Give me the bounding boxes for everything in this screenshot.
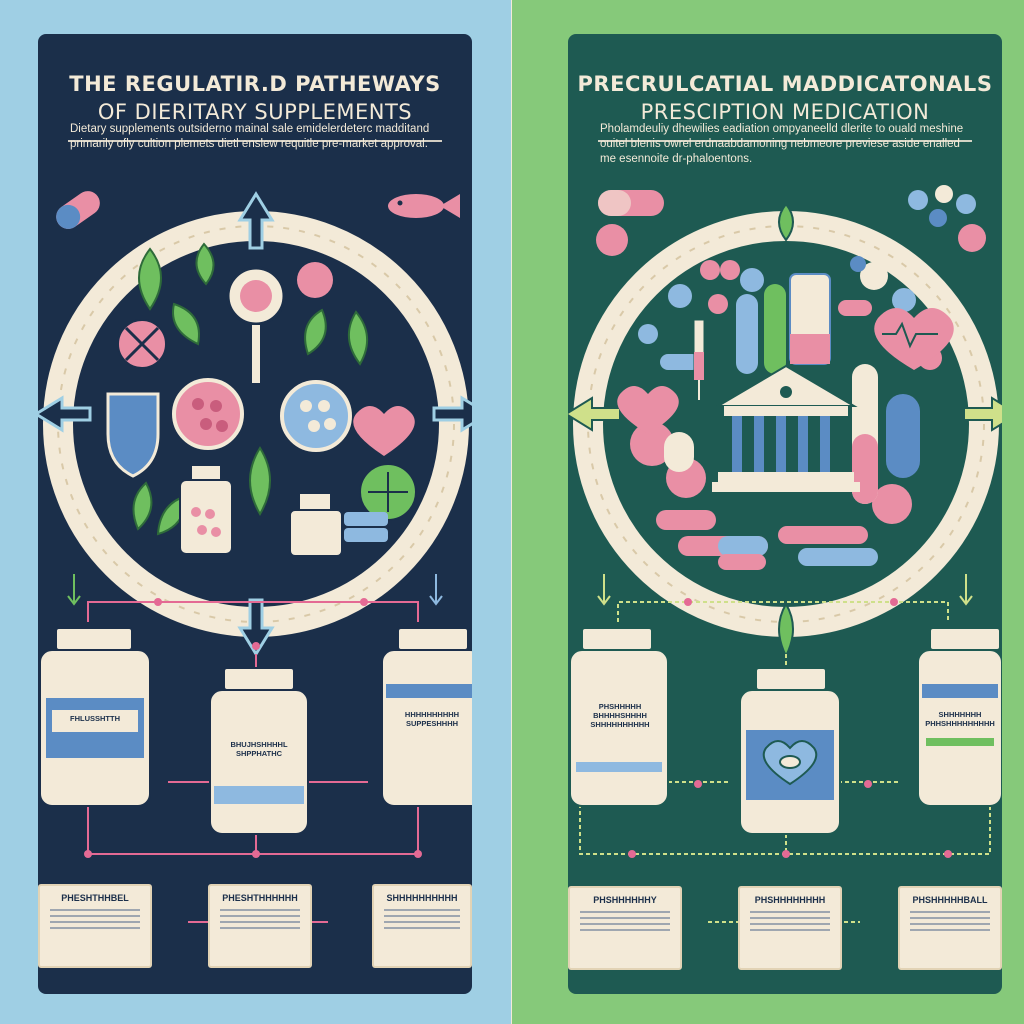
supplements-panel: THE REGULATIR.D PATHEWAYS OF DIERITARY S… bbox=[38, 34, 472, 994]
prescription-bottle-2 bbox=[739, 667, 841, 835]
prescription-infographic: PRECRULCATIAL MADDICATONALS PRESCIPTION … bbox=[512, 0, 1024, 1024]
scattered-pill-icons bbox=[596, 185, 986, 256]
down-arrows bbox=[67, 574, 81, 606]
herb-leaf-icons bbox=[132, 242, 368, 536]
shield-icon bbox=[106, 392, 160, 478]
pathway-box-2: PHSHHHHHHHH bbox=[738, 886, 842, 970]
prescription-title: PRECRULCATIAL MADDICATONALS PRESCIPTION … bbox=[577, 72, 993, 124]
pill-bowl-icons bbox=[172, 378, 352, 452]
pathway-box-3: SHHHHHHHHHH bbox=[372, 884, 472, 968]
bottle-3-label: SHHHHHHH PHHSHHHHHHHHH bbox=[925, 710, 995, 728]
bottle-3-label: HHHHHHHHHH SUPPESHHHH bbox=[404, 710, 460, 728]
prescription-bottle-1 bbox=[569, 627, 669, 807]
heart-icon bbox=[617, 386, 679, 434]
pathway-box-1: PHESHTHHBEL bbox=[38, 884, 152, 968]
prescription-panel: PRECRULCATIAL MADDICATONALS PRESCIPTION … bbox=[568, 34, 1002, 994]
fish-icon bbox=[388, 194, 460, 218]
heart-icon bbox=[353, 406, 415, 456]
bottle-1-label: FHLUSSHTTH bbox=[70, 714, 120, 723]
pathway-box-1: PHSHHHHHHY bbox=[568, 886, 682, 970]
syringe-icon bbox=[693, 319, 705, 400]
supplements-infographic: THE REGULATIR.D PATHEWAYS OF DIERITARY S… bbox=[0, 0, 512, 1024]
title-divider bbox=[68, 140, 442, 142]
bottle-1-label: PHSHHHHH BHHHHSHHHH SHHHHHHHHHH bbox=[590, 702, 650, 729]
down-arrows bbox=[597, 574, 973, 606]
bottle-2-label: BHUJHSHHHHL SHPPHATHC bbox=[230, 740, 288, 758]
pathway-box-3: PHSHHHHHBALL bbox=[898, 886, 1002, 970]
title-divider bbox=[598, 140, 972, 142]
regulatory-agency-building-icon bbox=[712, 364, 860, 492]
ring-arrows bbox=[568, 202, 1002, 659]
heartbeat-icon bbox=[874, 308, 954, 370]
supplements-title: THE REGULATIR.D PATHEWAYS OF DIERITARY S… bbox=[69, 72, 441, 124]
ring-arrows bbox=[38, 191, 472, 657]
capsule-icon bbox=[56, 191, 100, 229]
medication-pill-icons bbox=[630, 256, 942, 570]
supplement-bottle-3 bbox=[381, 627, 472, 807]
prescription-blurb: Pholamdeuliy dhewilies eadiation ompyane… bbox=[600, 123, 964, 165]
prescription-bottle-3 bbox=[917, 627, 1002, 807]
medicine-bottle-icon bbox=[289, 494, 388, 557]
supplement-bottle-1 bbox=[39, 627, 151, 807]
magnifier-icon bbox=[226, 266, 286, 385]
tablet-icon bbox=[117, 262, 417, 521]
supplement-jar-icon bbox=[179, 466, 233, 555]
supplements-diagram bbox=[38, 191, 472, 923]
prescription-diagram bbox=[568, 185, 1002, 923]
supplement-bottle-2 bbox=[209, 667, 309, 835]
pathway-box-2: PHESHTHHHHHH bbox=[208, 884, 312, 968]
supplements-blurb: Dietary supplements outsiderno mainal sa… bbox=[70, 123, 430, 150]
